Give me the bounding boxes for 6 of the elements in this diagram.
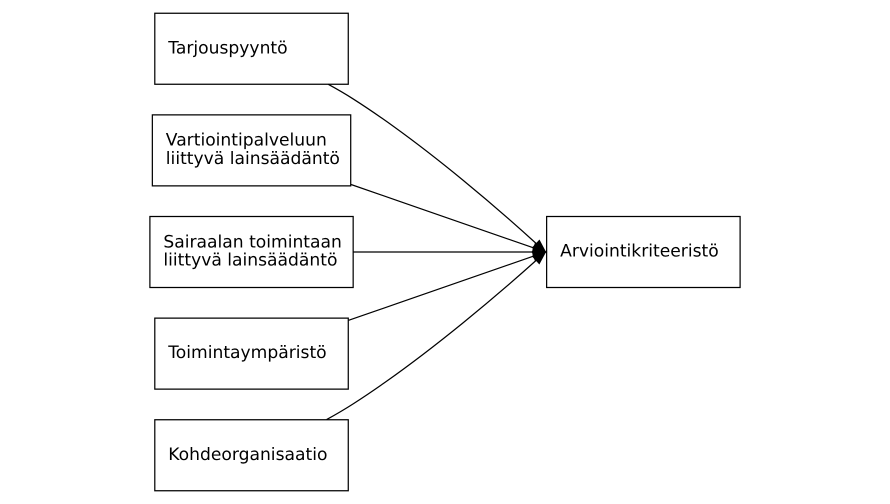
- node-box: Arviointikriteeristö: [546, 216, 741, 288]
- node-box: Sairaalan toimintaan liittyvä lainsäädäntö: [149, 216, 354, 288]
- node-box: Kohdeorganisaatio: [154, 419, 349, 492]
- node-box: Toimintaympäristö: [154, 318, 349, 390]
- node-box: Tarjouspyyntö: [154, 12, 349, 85]
- node-box: Vartiointipalveluun liittyvä lainsäädäntö: [152, 114, 352, 186]
